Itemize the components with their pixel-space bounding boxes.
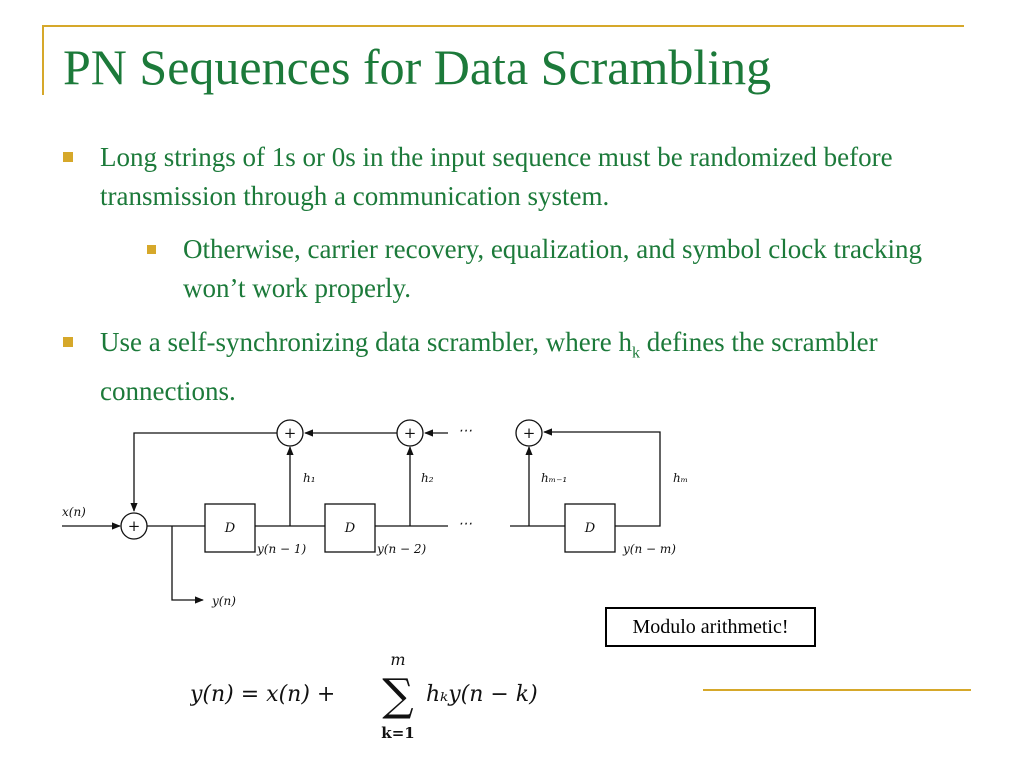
slide-title: PN Sequences for Data Scrambling: [63, 39, 772, 95]
output-label: y(n): [211, 594, 236, 608]
top-accent-line: [42, 25, 964, 27]
delay-label: D: [584, 521, 596, 536]
tap-label-hm1: hₘ₋₁: [541, 471, 567, 485]
equation-lhs: y(n) = x(n) +: [190, 682, 335, 707]
plus-sign: +: [404, 424, 417, 442]
tap-label-h1: h₁: [303, 471, 316, 485]
bullet-text-after: defines the scrambler connections.: [100, 327, 878, 407]
delay-output-label-m: y(n − m): [622, 542, 676, 556]
bullet-marker: [63, 152, 73, 162]
bullet-1: Long strings of 1s or 0s in the input se…: [63, 138, 1000, 216]
equation-sum-symbol: ∑: [382, 670, 413, 721]
bullet-text: Long strings of 1s or 0s in the input se…: [100, 142, 893, 211]
delay-output-label-1: y(n − 1): [256, 542, 307, 556]
bullet-2: Use a self-synchronizing data scrambler,…: [63, 323, 980, 411]
tap-label-h2: h₂: [421, 471, 434, 485]
bullet-text: Otherwise, carrier recovery, equalizatio…: [183, 234, 922, 303]
modulo-callout: Modulo arithmetic!: [605, 607, 816, 647]
bottom-accent-line: [703, 689, 971, 691]
equation-term: hₖy(n − k): [426, 682, 538, 707]
delay-label: D: [344, 521, 356, 536]
tap-sum-node-m1: [515, 419, 543, 447]
delay-box-m: [564, 503, 616, 553]
bullet-marker: [63, 337, 73, 347]
plus-sign: +: [523, 424, 536, 442]
left-accent-line: [42, 25, 44, 95]
feedback-line-main: [130, 432, 277, 512]
plus-sign: +: [284, 424, 297, 442]
bullet-subscript: k: [631, 344, 640, 362]
ellipsis-top: ⋯: [458, 423, 472, 439]
bullet-marker: [147, 245, 156, 254]
plus-sign: +: [128, 517, 141, 535]
delay-box-2: [324, 503, 376, 553]
equation-sum-upper: m: [390, 650, 405, 669]
scrambler-equation: y(n) = x(n) + m ∑ k=1 hₖy(n − k): [189, 650, 570, 745]
delay-label: D: [224, 521, 236, 536]
tap-label-hm: hₘ: [673, 471, 688, 485]
bullet-text-before: Use a self-synchronizing data scrambler,…: [100, 327, 632, 357]
output-line: [171, 526, 204, 604]
equation-sum-lower: k=1: [381, 724, 414, 742]
input-label: x(n): [62, 505, 86, 519]
delay-output-label-2: y(n − 2): [376, 542, 427, 556]
sub-bullet-1: Otherwise, carrier recovery, equalizatio…: [147, 230, 983, 308]
ellipsis-bottom: ⋯: [458, 516, 472, 532]
tap-line-m: [543, 428, 661, 527]
delay-box-1: [204, 503, 256, 553]
